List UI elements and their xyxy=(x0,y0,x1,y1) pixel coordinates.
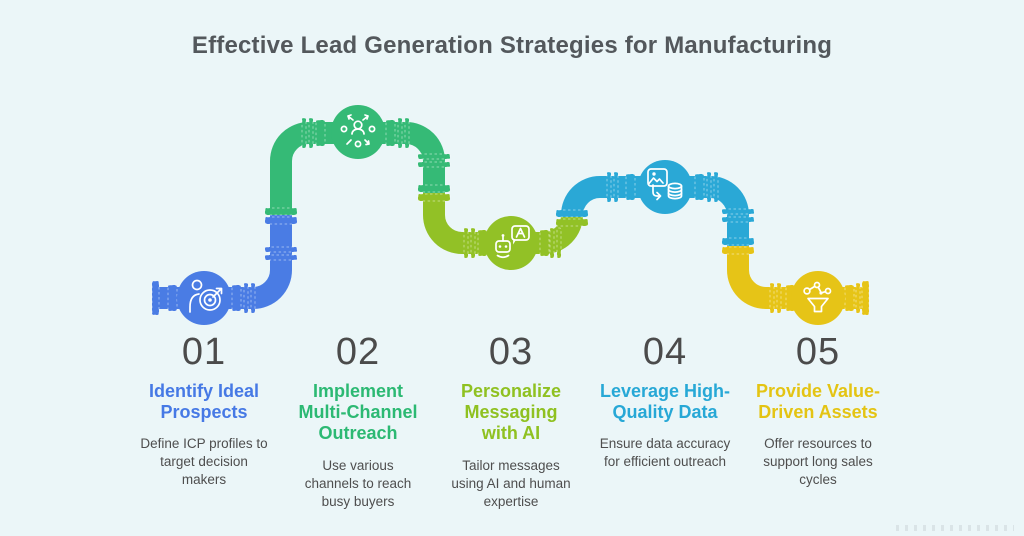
lead-funnel-icon xyxy=(803,281,832,313)
step-1-node xyxy=(177,271,231,325)
step-4-column: 04 Leverage High- Quality Data Ensure da… xyxy=(580,333,750,471)
step-1-number: 01 xyxy=(181,331,227,373)
step-5-heading: Provide Value- Driven Assets xyxy=(755,381,881,423)
pipe-fittings-step-4 xyxy=(555,171,755,246)
prospect-target-icon xyxy=(189,279,223,313)
step-1-description: Define ICP profiles to target decision m… xyxy=(140,436,268,488)
step-3-description: Tailor messages using AI and human exper… xyxy=(451,457,571,509)
step-4-heading: Leverage High- Quality Data xyxy=(599,381,731,423)
pipe-fittings-step-3 xyxy=(417,193,589,259)
step-5-description: Offer resources to support long sales cy… xyxy=(763,436,873,488)
step-1-column: 01 Identify Ideal Prospects Define ICP p… xyxy=(119,333,289,489)
step-3-node-circle xyxy=(484,216,538,270)
watermark-remnant xyxy=(896,525,1014,531)
step-4-number: 04 xyxy=(642,331,688,373)
step-2-description: Use various channels to reach busy buyer… xyxy=(304,457,412,509)
step-3-number: 03 xyxy=(488,331,534,373)
step-2-node xyxy=(331,105,385,159)
step-3-heading: Personalize Messaging with AI xyxy=(460,381,562,444)
step-5-column: 05 Provide Value- Driven Assets Offer re… xyxy=(733,333,903,489)
step-5-number: 05 xyxy=(795,331,841,373)
data-quality-icon xyxy=(647,168,683,201)
step-3-node xyxy=(484,216,538,270)
step-2-node-circle xyxy=(331,105,385,159)
step-1-heading: Identify Ideal Prospects xyxy=(148,381,260,423)
pipe-fittings-step-2 xyxy=(264,117,451,216)
step-2-number: 02 xyxy=(335,331,381,373)
multichannel-people-icon xyxy=(340,114,376,148)
step-4-node-circle xyxy=(638,160,692,214)
page-title: Effective Lead Generation Strategies for… xyxy=(191,32,833,59)
pipe-segment-5 xyxy=(727,246,866,309)
step-4-description: Ensure data accuracy for efficient outre… xyxy=(599,436,731,470)
step-4-node xyxy=(638,160,692,214)
step-2-heading: Implement Multi-Channel Outreach xyxy=(298,381,418,444)
step-3-column: 03 Personalize Messaging with AI Tailor … xyxy=(426,333,596,511)
pipe-fittings-step-1 xyxy=(151,216,298,316)
step-5-node xyxy=(791,271,845,325)
step-2-column: 02 Implement Multi-Channel Outreach Use … xyxy=(273,333,443,511)
ai-chat-bot-icon xyxy=(495,225,530,259)
